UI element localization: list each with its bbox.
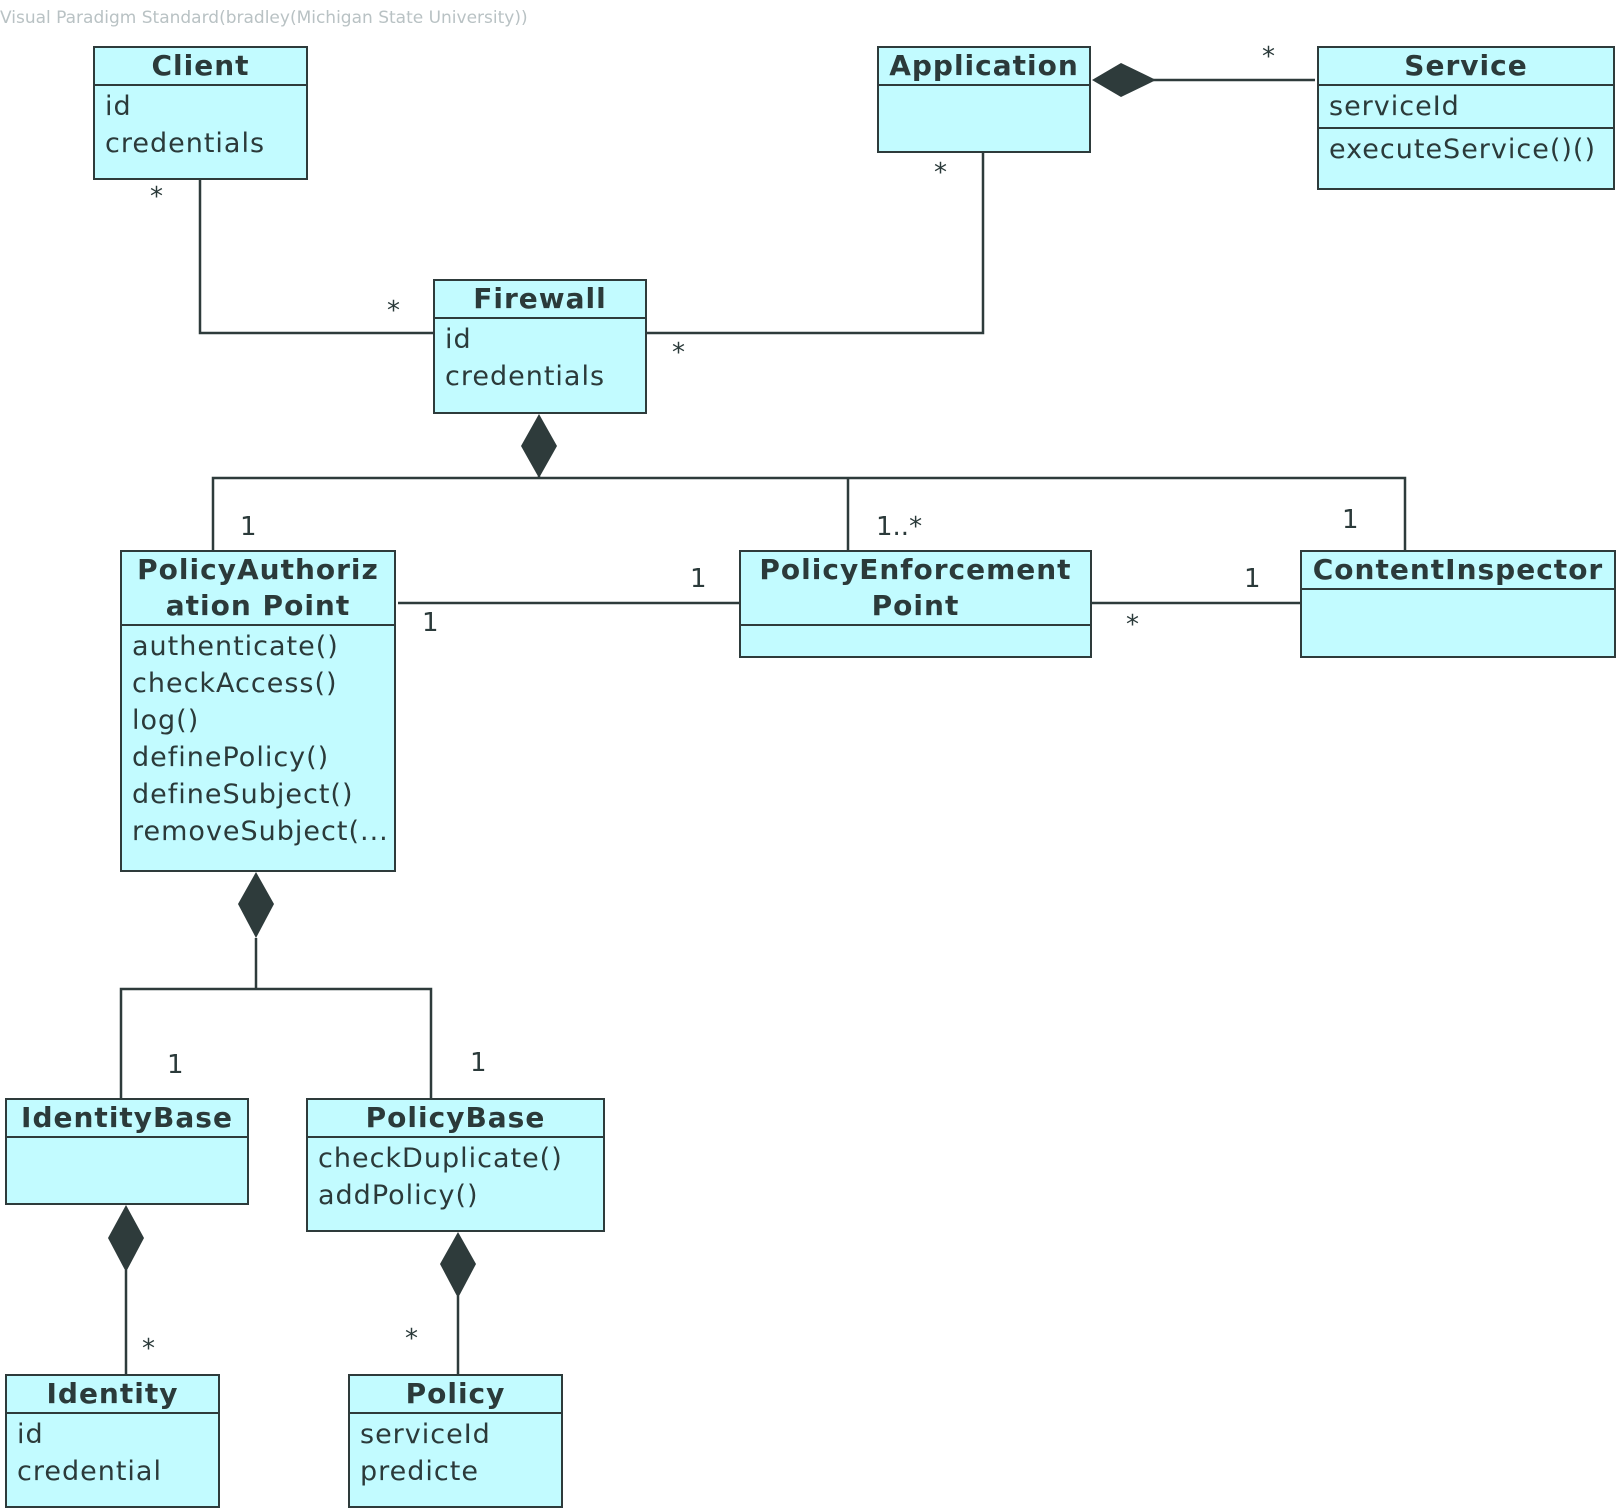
attributes: id credentials	[95, 86, 306, 164]
class-policy[interactable]: Policy serviceId predicte	[348, 1374, 563, 1508]
multiplicity-firewall-ci: 1	[1342, 505, 1359, 535]
class-name-line2: ation Point	[165, 589, 351, 622]
class-name: PolicyEnforcement Point	[741, 552, 1090, 626]
multiplicity-app-service: *	[1262, 42, 1275, 72]
class-name-line1: PolicyEnforcement	[759, 553, 1072, 586]
multiplicity-pap-identitybase: 1	[167, 1050, 184, 1080]
multiplicity-app-firewall-app: *	[934, 158, 947, 188]
class-policy-base[interactable]: PolicyBase checkDuplicate() addPolicy()	[306, 1098, 605, 1232]
class-name: PolicyBase	[308, 1100, 603, 1138]
operation: authenticate()	[132, 631, 339, 662]
class-name: PolicyAuthoriz ation Point	[122, 552, 394, 626]
class-name: ContentInspector	[1302, 552, 1614, 590]
client-firewall-line	[198, 180, 433, 335]
multiplicity-client-firewall-client: *	[150, 182, 163, 212]
identitybase-diamond	[108, 1205, 144, 1272]
attribute: id	[17, 1419, 44, 1450]
class-identity-base[interactable]: IdentityBase	[5, 1098, 249, 1205]
attribute: serviceId	[1329, 91, 1460, 122]
app-service-diamond	[1092, 63, 1156, 97]
class-name-line1: PolicyAuthoriz	[137, 553, 379, 586]
class-name: Client	[95, 48, 306, 86]
attribute: serviceId	[360, 1419, 491, 1450]
policybase-diamond	[440, 1232, 476, 1298]
fw-comp-bus	[211, 476, 1407, 550]
class-name: Identity	[7, 1376, 218, 1414]
class-name-line2: Point	[871, 589, 960, 622]
class-name: Policy	[350, 1376, 561, 1414]
multiplicity-policybase-policy: *	[405, 1324, 418, 1354]
firewall-diamond	[521, 414, 557, 478]
class-service[interactable]: Service serviceId executeService()()	[1317, 46, 1615, 190]
operations: authenticate() checkAccess() log() defin…	[122, 626, 394, 852]
attribute: id	[105, 91, 132, 122]
class-name: Firewall	[435, 281, 645, 319]
operation: removeSubject(...	[132, 816, 389, 847]
attribute: predicte	[360, 1456, 479, 1487]
attributes: serviceId predicte	[350, 1414, 561, 1492]
multiplicity-identitybase-identity: *	[142, 1334, 155, 1364]
multiplicity-pep-ci-pep: *	[1126, 610, 1139, 640]
class-name: Application	[879, 48, 1089, 86]
multiplicity-firewall-pep: 1..*	[876, 512, 923, 542]
operation: addPolicy()	[318, 1180, 479, 1211]
multiplicity-pap-pep-pap: 1	[422, 608, 439, 638]
pap-diamond	[238, 872, 274, 938]
class-content-inspector[interactable]: ContentInspector	[1300, 550, 1616, 658]
attribute: id	[445, 324, 472, 355]
operation: defineSubject()	[132, 779, 354, 810]
class-name: IdentityBase	[7, 1100, 247, 1138]
class-application[interactable]: Application	[877, 46, 1091, 153]
class-client[interactable]: Client id credentials	[93, 46, 308, 180]
attributes: serviceId	[1319, 86, 1613, 127]
class-identity[interactable]: Identity id credential	[5, 1374, 220, 1508]
class-firewall[interactable]: Firewall id credentials	[433, 279, 647, 414]
operations: executeService()()	[1319, 127, 1613, 170]
attribute: credentials	[105, 128, 266, 159]
multiplicity-pep-ci-ci: 1	[1244, 564, 1261, 594]
operation: definePolicy()	[132, 742, 330, 773]
multiplicity-pap-policybase: 1	[470, 1048, 487, 1078]
class-name: Service	[1319, 48, 1613, 86]
attributes: id credentials	[435, 319, 645, 397]
attributes: id credential	[7, 1414, 218, 1492]
multiplicity-client-firewall-firewall: *	[387, 296, 400, 326]
attribute: credentials	[445, 361, 606, 392]
class-policy-enforcement-point[interactable]: PolicyEnforcement Point	[739, 550, 1092, 658]
operation: executeService()()	[1329, 134, 1596, 165]
attribute: credential	[17, 1456, 162, 1487]
watermark: Visual Paradigm Standard(bradley(Michiga…	[0, 8, 528, 28]
operation: log()	[132, 705, 200, 736]
multiplicity-firewall-pap: 1	[240, 512, 257, 542]
operations: checkDuplicate() addPolicy()	[308, 1138, 603, 1216]
operation: checkAccess()	[132, 668, 338, 699]
operation: checkDuplicate()	[318, 1143, 563, 1174]
pap-comp-bus	[119, 987, 433, 1098]
multiplicity-app-firewall-firewall: *	[672, 338, 685, 368]
class-policy-authorization-point[interactable]: PolicyAuthoriz ation Point authenticate(…	[120, 550, 396, 872]
app-firewall-line	[647, 153, 985, 335]
multiplicity-pap-pep-pep: 1	[690, 564, 707, 594]
